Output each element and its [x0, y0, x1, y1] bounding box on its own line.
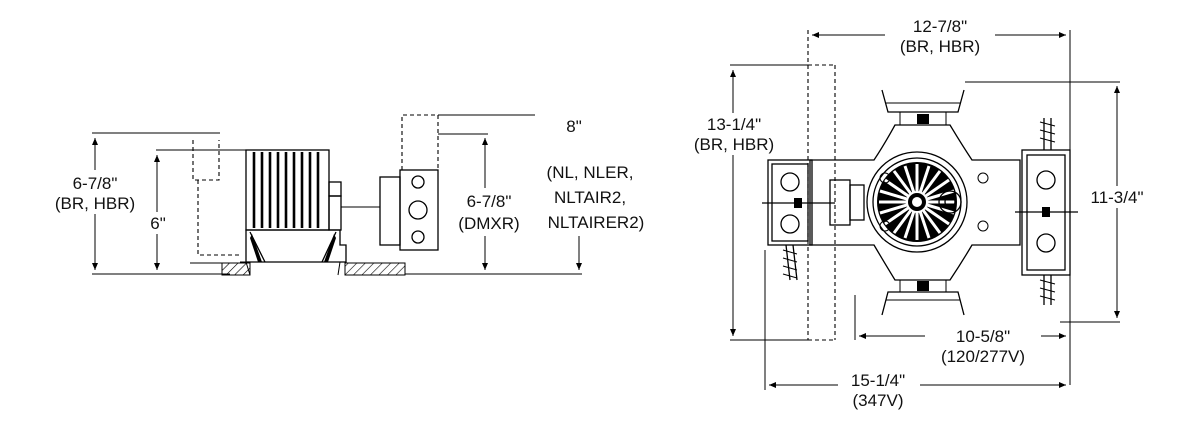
housing-heatsink	[245, 149, 342, 231]
overall-height-sublabel: (BR, HBR)	[55, 194, 135, 213]
side-view: 6-7/8" (BR, HBR) 6" 6-7/8" (DMXR) 8" (NL…	[45, 110, 663, 276]
dmxr-height-label: 6-7/8"	[467, 192, 512, 211]
br-module-outline	[192, 140, 220, 181]
junction-box-side	[341, 169, 439, 251]
left-height-sublabel: (BR, HBR)	[694, 135, 774, 154]
plaster-frame	[809, 124, 1021, 281]
inner-width-label: 10-5/8"	[956, 327, 1010, 346]
left-height-label: 13-1/4"	[707, 115, 761, 134]
br-outline	[807, 30, 836, 341]
top-width-sublabel: (BR, HBR)	[900, 37, 980, 56]
br-conduit-outline	[197, 180, 240, 256]
trim-reflector	[240, 229, 347, 276]
top-width-label: 12-7/8"	[913, 17, 967, 36]
bottom-width-sublabel: (347V)	[852, 391, 903, 410]
nl-height-line3: NLTAIR2,	[554, 188, 626, 207]
junction-box-left	[762, 159, 865, 281]
bottom-width-label: 15-1/4"	[851, 371, 905, 390]
overall-height-label: 6-7/8"	[73, 174, 118, 193]
led-module	[866, 151, 968, 253]
screw-holes	[879, 172, 989, 232]
inner-width-sublabel: (120/277V)	[941, 347, 1025, 366]
junction-box-right	[1015, 118, 1078, 305]
mounting-bracket-top	[881, 89, 965, 126]
mounting-bracket-bottom	[881, 280, 965, 316]
nl-height-label: 8"	[566, 117, 582, 136]
nl-height-line2: (NL, NLER,	[547, 163, 634, 182]
top-view: 12-7/8" (BR, HBR) 13-1/4" (BR, HBR) 11-3…	[683, 14, 1158, 414]
ceiling-section	[190, 262, 406, 276]
nl-height-line4: NLTAIRER2)	[548, 213, 645, 232]
nl-box-outline	[401, 114, 439, 170]
dmxr-height-sublabel: (DMXR)	[458, 214, 519, 233]
right-height-label: 11-3/4"	[1091, 188, 1144, 207]
inner-height-label: 6"	[150, 214, 166, 233]
